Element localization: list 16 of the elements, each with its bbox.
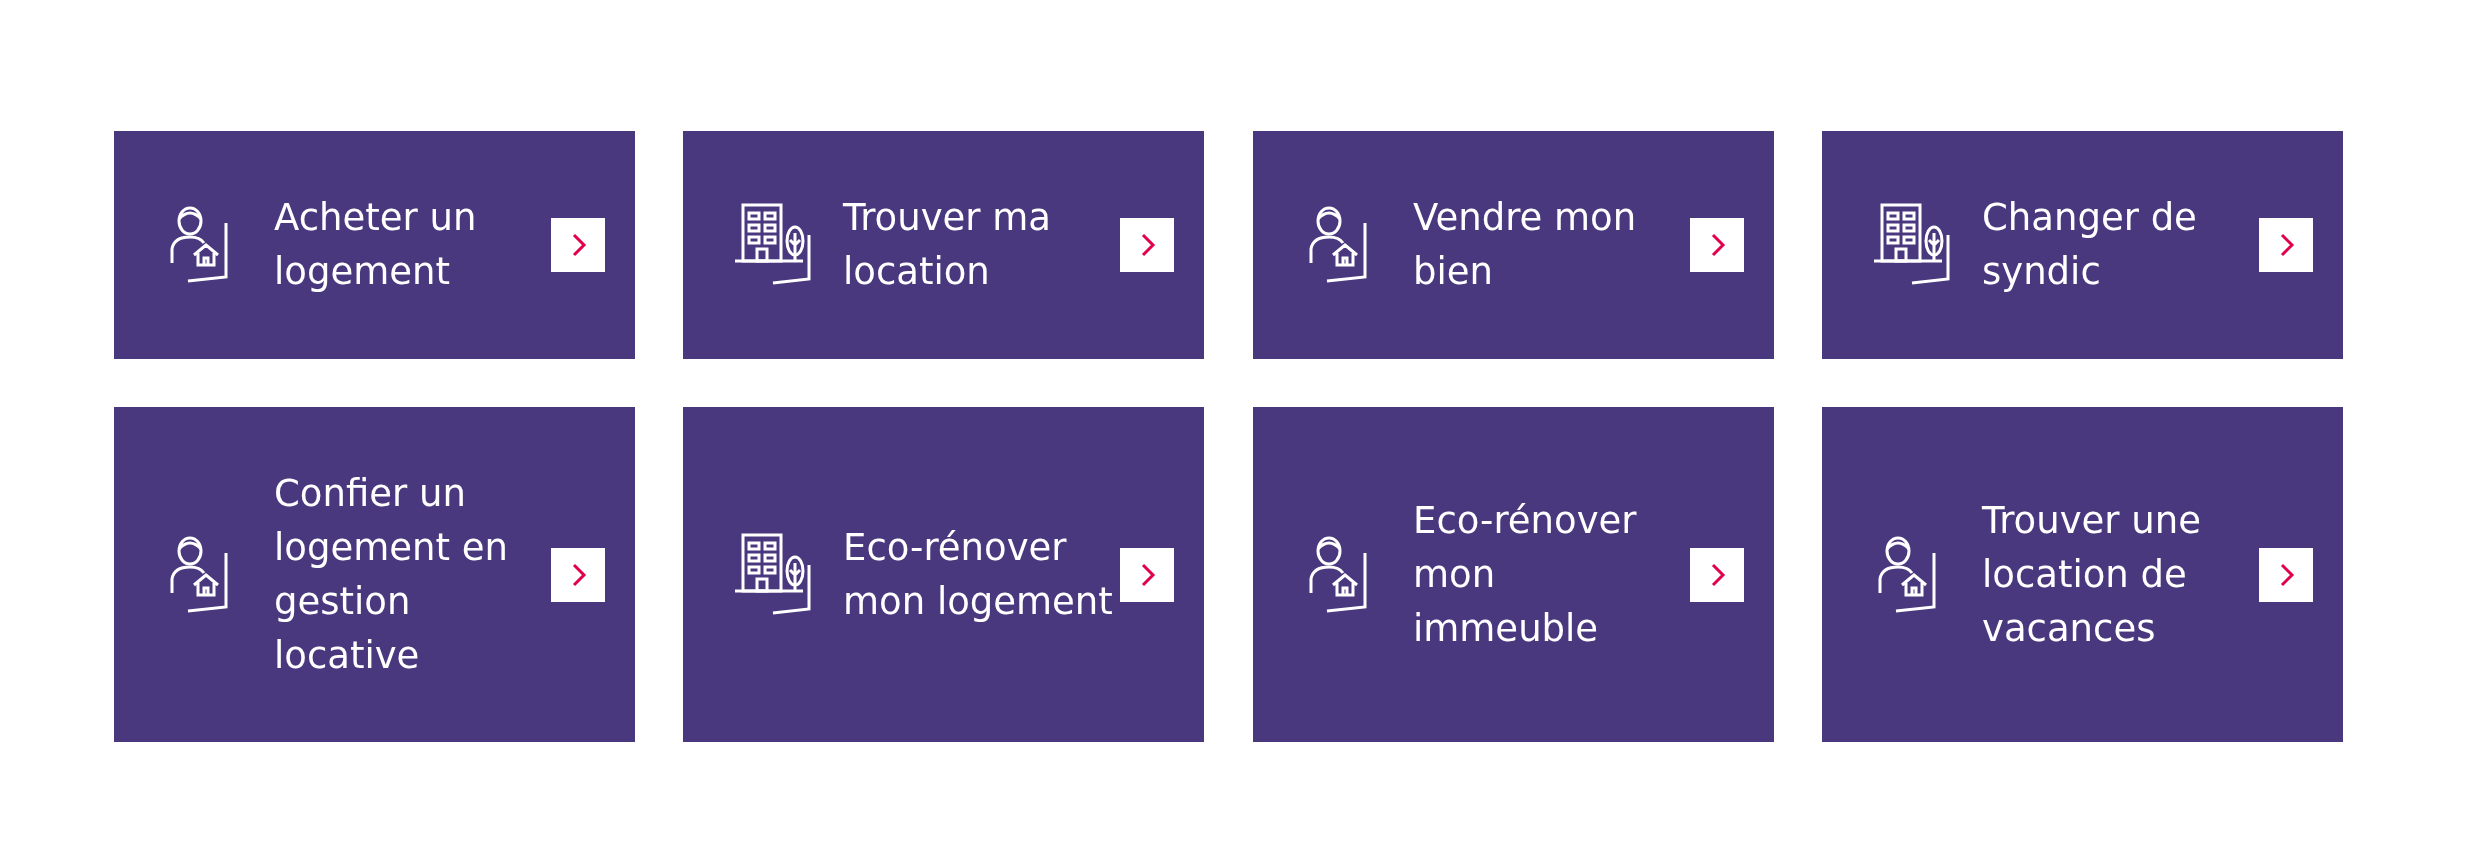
card-title: Confier un logement en gestion locative bbox=[274, 470, 509, 679]
service-card bbox=[1822, 407, 2343, 742]
service-card bbox=[683, 407, 1204, 742]
service-card bbox=[1822, 131, 2343, 359]
service-card bbox=[114, 131, 635, 359]
card-title: Acheter un logement bbox=[274, 195, 478, 295]
service-card bbox=[114, 407, 635, 742]
card-title: Eco-rénover mon logement bbox=[843, 524, 1113, 625]
card-title: Eco-rénover mon immeuble bbox=[1413, 497, 1638, 652]
service-card bbox=[1253, 407, 1774, 742]
service-card bbox=[683, 131, 1204, 359]
service-card bbox=[1253, 131, 1774, 359]
card-title: Trouver une location de vacances bbox=[1982, 497, 2202, 652]
card-title: Trouver ma location bbox=[843, 195, 1052, 295]
card-title: Vendre mon bien bbox=[1413, 195, 1638, 295]
card-title: Changer de syndic bbox=[1982, 195, 2198, 295]
